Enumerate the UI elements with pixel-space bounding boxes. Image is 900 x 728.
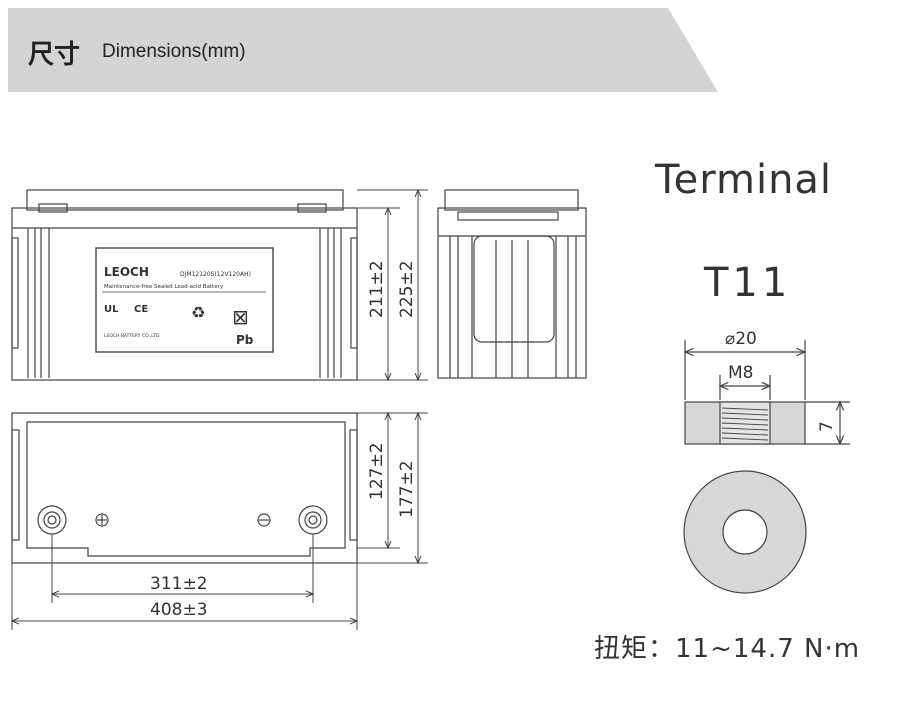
ul-mark-icon: UL <box>104 304 119 315</box>
terminal-title: Terminal <box>655 157 833 203</box>
terminal-torque: 扭矩：11~14.7 N·m <box>594 634 861 664</box>
crossed-bin-icon: ⊠ <box>232 305 249 329</box>
battery-side-view <box>437 189 587 379</box>
dim-terminal-spacing: 311±2 <box>150 574 208 594</box>
dim-depth-total: 177±2 <box>397 460 417 518</box>
label-brand: LEOCH <box>104 265 149 279</box>
terminal-height: 7 <box>817 421 837 432</box>
battery-front-view <box>11 189 358 381</box>
dimension-lines <box>12 190 428 630</box>
banner-shape <box>8 8 718 92</box>
section-title-en: Dimensions(mm) <box>102 41 246 62</box>
battery-label: LEOCH DJM12120S(12V120AH) Maintenance-fr… <box>104 265 254 347</box>
recycle-icon: ♻ <box>191 303 205 322</box>
terminal-thread: M8 <box>728 363 753 383</box>
label-company: LEOCH BATTERY CO.,LTD <box>104 333 160 339</box>
section-title-cn: 尺寸 <box>28 40 81 70</box>
terminal-diameter: ⌀20 <box>725 329 757 349</box>
dim-depth-inner: 127±2 <box>367 442 387 500</box>
dim-height-box: 211±2 <box>367 260 387 318</box>
ce-mark-icon: CE <box>134 304 148 315</box>
label-model: DJM12120S(12V120AH) <box>180 271 251 278</box>
battery-top-view <box>11 412 358 564</box>
label-pb: Pb <box>236 333 254 347</box>
label-description: Maintenance-free Sealed Lead-acid Batter… <box>104 284 224 290</box>
terminal-detail <box>683 340 850 594</box>
section-header-banner: 尺寸 Dimensions(mm) <box>8 8 718 92</box>
dim-height-total: 225±2 <box>397 260 417 318</box>
dim-length-total: 408±3 <box>150 600 208 620</box>
terminal-model: T11 <box>704 260 792 306</box>
